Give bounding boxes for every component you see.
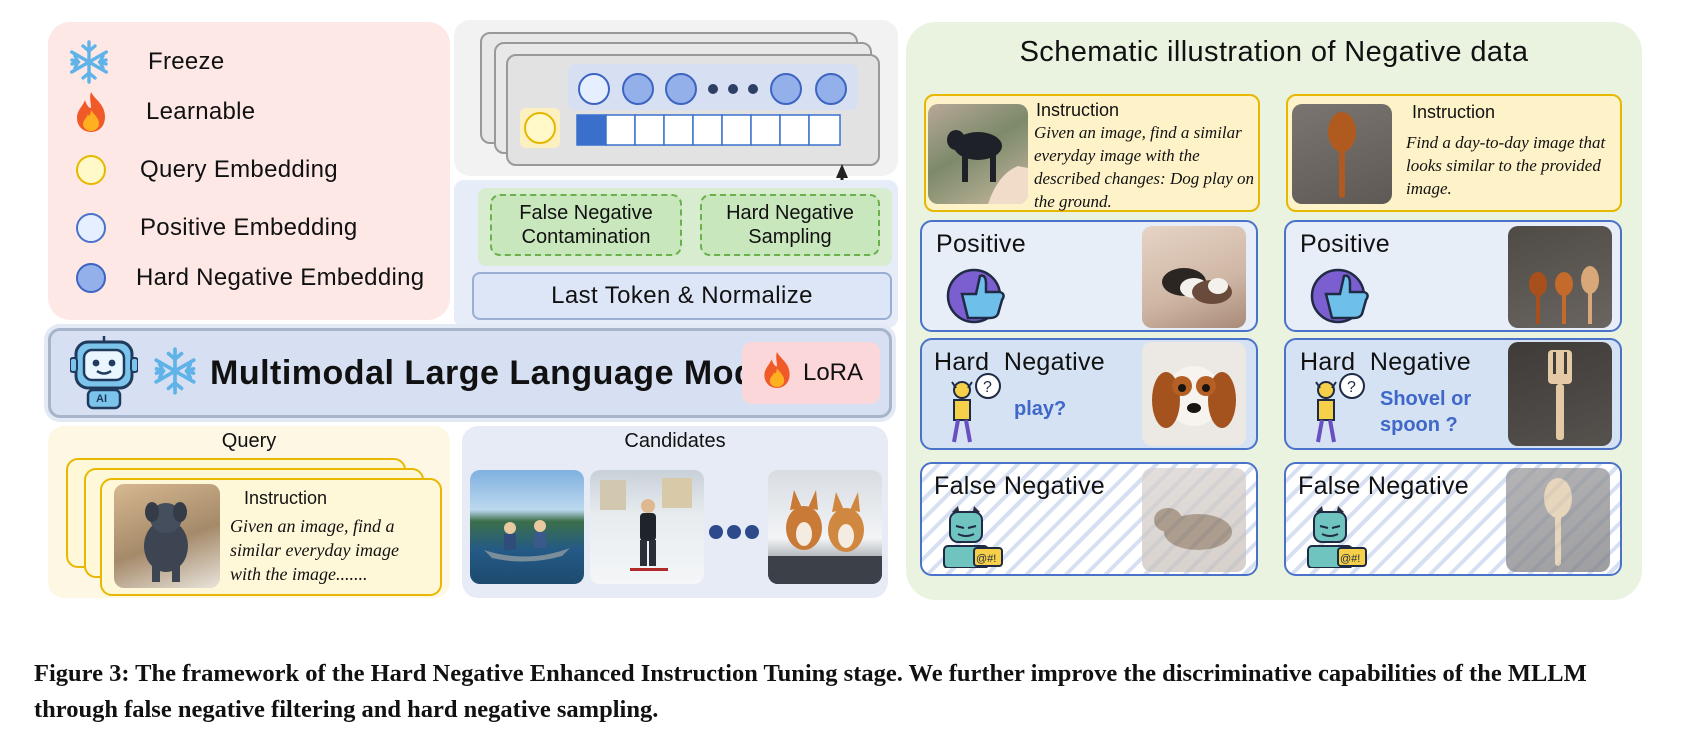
legend-hard-negative-embedding-label: Hard Negative Embedding: [136, 264, 425, 291]
legend-freeze-label: Freeze: [148, 48, 225, 75]
right-instruction-text: Find a day-to-day image that looks simil…: [1406, 133, 1606, 198]
legend-positive-embedding-label: Positive Embedding: [140, 214, 358, 241]
legend-panel: [48, 22, 450, 320]
legend-query-embedding-label: Query Embedding: [140, 156, 338, 183]
svg-text:?: ?: [1347, 379, 1356, 396]
left-false-negative-label: False Negative: [934, 472, 1105, 500]
thumbs-up-icon: [946, 264, 1008, 324]
legend-query-embedding: Query Embedding: [68, 150, 338, 190]
legend-learnable: Learnable: [68, 92, 255, 132]
lora-box: LoRA: [742, 342, 880, 404]
right-hard-negative-label: Hard Negative: [1300, 348, 1471, 376]
hard-negative-embedding-dot: [665, 73, 697, 105]
robot-icon: AI: [69, 334, 139, 410]
confused-person-icon: ?: [1306, 372, 1368, 446]
hard-negative-embedding-dot: [622, 73, 654, 105]
thumbs-up-icon: [1310, 264, 1372, 324]
legend-freeze: Freeze: [66, 40, 225, 84]
right-positive-label: Positive: [1300, 230, 1390, 258]
ellipsis-dot: [728, 84, 738, 94]
snowflake-icon: [66, 40, 112, 84]
right-hard-negative-question: Shovel or spoon ?: [1380, 388, 1472, 436]
positive-embedding-dot: [578, 73, 610, 105]
robot-badge-text: AI: [96, 393, 107, 405]
left-instruction-text: Given an image, find a similar everyday …: [1034, 123, 1255, 211]
legend-learnable-label: Learnable: [146, 98, 256, 125]
left-instruction-head: Instruction: [1036, 100, 1120, 120]
right-false-negative-label: False Negative: [1298, 472, 1469, 500]
query-instruction-head: Instruction: [244, 488, 328, 508]
query-embedding-slot: [520, 108, 560, 148]
legend-hard-negative-embedding: Hard Negative Embedding: [68, 258, 424, 298]
devil-person-icon: @#!: [1304, 504, 1370, 569]
hard-negative-embedding-dot: [770, 73, 802, 105]
left-hard-negative-label: Hard Negative: [934, 348, 1105, 376]
hard-negative-embedding-dot: [815, 73, 847, 105]
right-false-negative-image-spoon: [1506, 468, 1610, 572]
positive-embedding-circle-icon: [68, 208, 114, 248]
candidates-title: Candidates: [624, 430, 726, 452]
left-hard-negative-question: play?: [1014, 398, 1067, 420]
legend-positive-embedding: Positive Embedding: [68, 208, 358, 248]
false-negative-contamination-box: False Negative Contamination: [490, 194, 682, 256]
negative-data-title: Schematic illustration of Negative data: [1019, 36, 1529, 68]
left-instruction-image-dog: [928, 104, 1028, 204]
right-instruction-image-spoon: [1292, 104, 1392, 204]
fire-icon: [68, 92, 114, 132]
ellipsis-icon: [704, 522, 764, 542]
lora-label: LoRA: [802, 359, 864, 386]
last-token-normalize-box: Last Token & Normalize: [472, 272, 892, 320]
mllm-title: Multimodal Large Language Model: [210, 354, 785, 392]
confused-person-icon: ?: [942, 372, 1004, 446]
query-embedding-circle-icon: [68, 150, 114, 190]
hard-negative-embedding-circle-icon: [68, 258, 114, 298]
right-positive-image-spoons: [1508, 226, 1612, 328]
ellipsis-dot: [708, 84, 718, 94]
query-instruction-text: Given an image, find a similar everyday …: [230, 516, 399, 584]
token-vector: [576, 114, 842, 146]
left-hard-negative-image-spaniel: [1142, 342, 1246, 446]
candidate-image-skier: [590, 470, 704, 584]
devil-person-icon: @#!: [940, 504, 1006, 569]
svg-text:@#!: @#!: [976, 553, 996, 565]
left-false-negative-image-dog: [1142, 468, 1246, 572]
right-hard-negative-image-spatula: [1508, 342, 1612, 446]
embedding-circles: [578, 72, 858, 106]
right-instruction-head: Instruction: [1412, 102, 1496, 122]
svg-text:?: ?: [983, 379, 992, 396]
candidate-image-corgis: [768, 470, 882, 584]
fire-icon: [759, 349, 795, 398]
candidate-image-canoe: [470, 470, 584, 584]
ellipsis-dot: [748, 84, 758, 94]
query-image-puppy: [114, 484, 220, 588]
svg-text:@#!: @#!: [1340, 553, 1360, 565]
snowflake-icon: [150, 346, 200, 396]
left-positive-image-puppies: [1142, 226, 1246, 328]
hard-negative-sampling-box: Hard Negative Sampling: [700, 194, 880, 256]
query-title: Query: [221, 430, 277, 452]
left-positive-label: Positive: [936, 230, 1026, 258]
figure-caption: Figure 3: The framework of the Hard Nega…: [34, 660, 1587, 723]
